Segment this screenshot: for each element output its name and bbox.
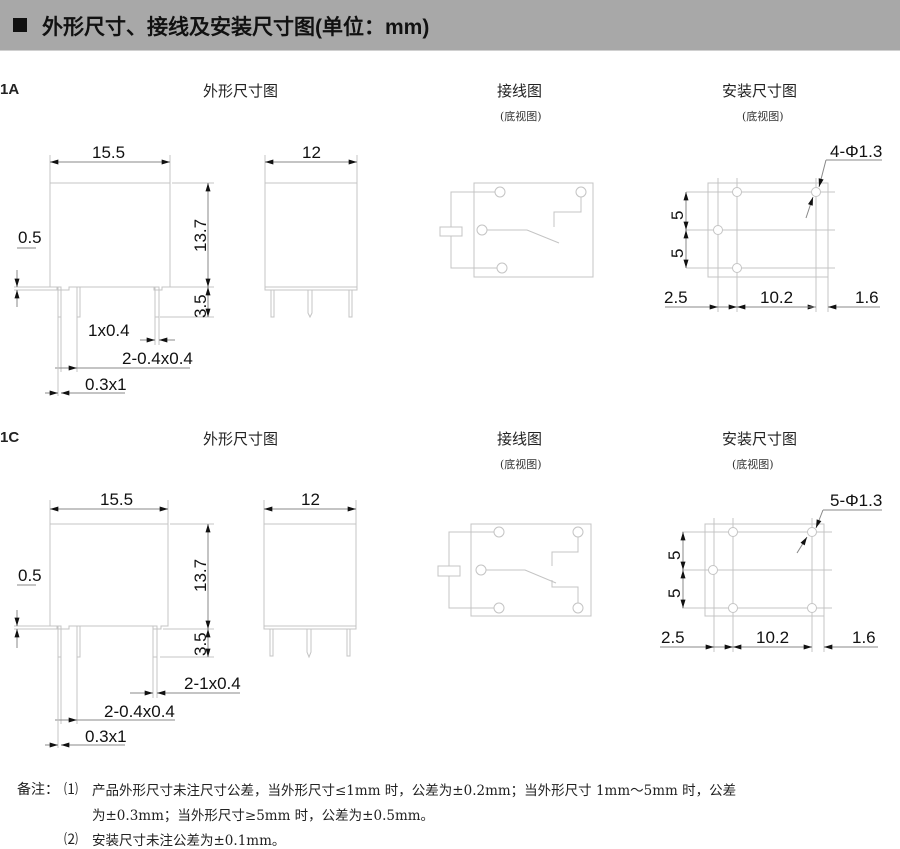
- section-header: 外形尺寸、接线及安装尺寸图(单位：mm): [0, 0, 900, 51]
- notes-prefix: 备注：: [17, 782, 59, 798]
- dim-width-1a: 15.5: [92, 143, 125, 162]
- dim-pin-c-1a: 0.3x1: [85, 375, 127, 394]
- wiring-diagram-1a: [439, 182, 594, 278]
- dim-pin-length-1c: 3.5: [191, 632, 210, 656]
- mount-subtitle-1a: (底视图): [742, 110, 784, 123]
- wiring-subtitle-1a: (底视图): [500, 110, 542, 123]
- dim-height-1a: 13.7: [191, 219, 210, 252]
- mounting-diagram-1c: [660, 509, 882, 652]
- mount-title-1a: 安装尺寸图: [722, 82, 798, 100]
- mount-right-1c: 1.6: [852, 628, 876, 647]
- model-code-1c: 1C: [0, 429, 20, 446]
- outline-side-1c: [263, 500, 357, 659]
- square-bullet-icon: [13, 18, 27, 32]
- mount-right-1a: 1.6: [855, 288, 879, 307]
- mount-title-1c: 安装尺寸图: [722, 430, 798, 448]
- wiring-title-1a: 接线图: [497, 82, 543, 100]
- mount-left-1c: 2.5: [661, 628, 685, 647]
- note-1-number: ⑴: [64, 782, 78, 798]
- note-1-line-2: 为±0.3mm；当外形尺寸≥5mm 时，公差为±0.5mm。: [92, 808, 435, 824]
- dim-pin-length-1a: 3.5: [191, 294, 210, 318]
- dim-standoff-1c: 0.5: [18, 566, 42, 585]
- dim-depth-1c: 12: [301, 490, 320, 509]
- note-2-line: 安装尺寸未注公差为±0.1mm。: [92, 833, 286, 849]
- section-title: 外形尺寸、接线及安装尺寸图(单位：mm): [42, 16, 430, 39]
- outline-title-1a: 外形尺寸图: [203, 82, 279, 100]
- wiring-diagram-1c: [437, 523, 592, 617]
- mount-pitch-1-1a: 5: [668, 211, 687, 220]
- mounting-diagram-1a: [665, 159, 882, 312]
- dim-pin-a-1a: 1x0.4: [88, 321, 130, 340]
- outline-front-1c: [14, 500, 240, 748]
- mount-mid-1c: 10.2: [756, 628, 789, 647]
- mount-holes-1a: 4-Φ1.3: [830, 142, 882, 161]
- mount-mid-1a: 10.2: [760, 288, 793, 307]
- outline-title-1c: 外形尺寸图: [203, 430, 279, 448]
- dim-pin-c-1c: 0.3x1: [85, 727, 127, 746]
- mount-pitch-1-1c: 5: [665, 551, 684, 560]
- dim-height-1c: 13.7: [191, 559, 210, 592]
- mount-holes-1c: 5-Φ1.3: [830, 491, 882, 510]
- dim-width-1c: 15.5: [100, 490, 133, 509]
- mount-pitch-2-1c: 5: [665, 589, 684, 598]
- outline-front-1a: [14, 155, 214, 396]
- mount-pitch-2-1a: 5: [668, 249, 687, 258]
- mount-left-1a: 2.5: [664, 288, 688, 307]
- mount-subtitle-1c: (底视图): [732, 458, 774, 471]
- dim-pin-a-1c: 2-1x0.4: [184, 674, 241, 693]
- wiring-title-1c: 接线图: [497, 430, 543, 448]
- dim-depth-1a: 12: [302, 143, 321, 162]
- note-1-line-1: 产品外形尺寸未注尺寸公差，当外形尺寸≤1mm 时，公差为±0.2mm；当外形尺寸…: [92, 783, 737, 799]
- wiring-subtitle-1c: (底视图): [500, 458, 542, 471]
- dim-pin-b-1a: 2-0.4x0.4: [122, 349, 193, 368]
- note-2-number: ⑵: [64, 832, 78, 848]
- dim-pin-b-1c: 2-0.4x0.4: [104, 702, 175, 721]
- outline-side-1a: [264, 155, 358, 319]
- model-code-1a: 1A: [0, 81, 20, 98]
- dim-standoff-1a: 0.5: [18, 228, 42, 247]
